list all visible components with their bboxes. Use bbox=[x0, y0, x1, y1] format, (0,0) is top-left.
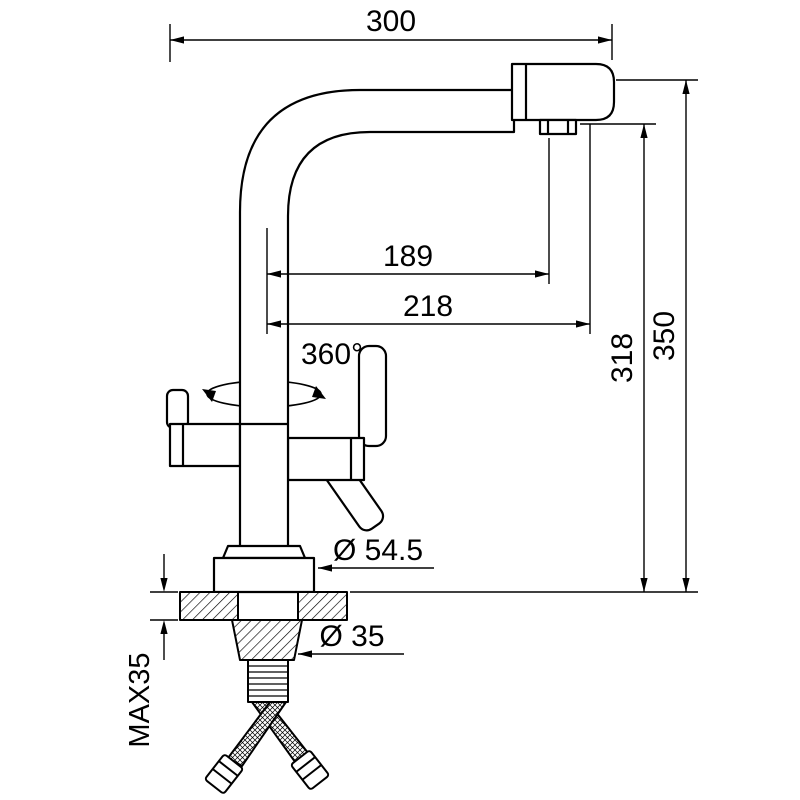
dimension-spout-height bbox=[580, 123, 656, 592]
arrow-icon bbox=[160, 620, 168, 634]
label-spout-height: 318 bbox=[606, 333, 639, 383]
dimension-base-diameter bbox=[318, 564, 434, 572]
arrow-icon bbox=[160, 578, 168, 592]
handle-left-lever bbox=[165, 388, 190, 430]
arrow-icon bbox=[267, 320, 281, 328]
dimension-reach-inner bbox=[266, 138, 550, 334]
shank-outline bbox=[247, 659, 289, 703]
dimension-labels: 300 350 318 189 218 360° Ø 54.5 Ø 35 MAX… bbox=[124, 5, 681, 748]
countertop-section-left bbox=[179, 591, 239, 621]
handle-right-lever-vertical bbox=[357, 344, 388, 448]
arrow-icon bbox=[640, 578, 648, 592]
label-shank-diameter: Ø 35 bbox=[319, 620, 384, 653]
arrow-icon bbox=[318, 564, 332, 572]
dimension-reach-outer bbox=[267, 124, 591, 334]
faucet-spout-pipe bbox=[238, 88, 516, 558]
arrow-icon bbox=[682, 578, 690, 592]
dimension-shank-diameter bbox=[298, 650, 404, 658]
hose-fitting-left bbox=[204, 754, 244, 794]
dimension-total-height bbox=[350, 79, 698, 593]
threaded-shank bbox=[247, 659, 289, 703]
faucet-body bbox=[165, 62, 616, 594]
mounting-nut bbox=[231, 619, 303, 661]
base-collar bbox=[221, 544, 307, 560]
dimensions bbox=[150, 24, 698, 660]
spout-head bbox=[510, 62, 616, 122]
dimension-total-width bbox=[169, 24, 613, 62]
arrow-icon bbox=[267, 270, 281, 278]
label-total-height: 350 bbox=[648, 311, 681, 361]
label-reach-outer: 218 bbox=[403, 290, 453, 323]
arrow-icon bbox=[640, 124, 648, 138]
handle-right bbox=[286, 344, 388, 532]
thread-lines bbox=[248, 665, 288, 697]
label-base-diameter: Ø 54.5 bbox=[333, 534, 423, 567]
rotation-arrow-right-icon bbox=[312, 386, 326, 399]
label-reach-inner: 189 bbox=[383, 240, 433, 273]
arrow-icon bbox=[170, 36, 184, 44]
base-flange bbox=[212, 556, 316, 594]
rotation-arrow-left-icon bbox=[202, 389, 216, 402]
supply-hoses bbox=[204, 701, 330, 794]
arrow-icon bbox=[535, 270, 549, 278]
label-total-width: 300 bbox=[366, 5, 416, 38]
dimension-max-thickness bbox=[150, 554, 178, 660]
arrow-icon bbox=[576, 320, 590, 328]
countertop-section-right bbox=[297, 591, 348, 621]
arrow-icon bbox=[682, 80, 690, 94]
aerator-nozzle bbox=[538, 118, 578, 136]
hose-fitting-right bbox=[290, 750, 330, 790]
handle-left-arm bbox=[168, 422, 242, 468]
arrow-icon bbox=[598, 36, 612, 44]
label-swivel-angle: 360° bbox=[301, 338, 363, 371]
label-max-thickness: MAX35 bbox=[124, 652, 156, 747]
handle-right-arm bbox=[286, 436, 366, 482]
handle-left bbox=[165, 388, 242, 468]
countertop-and-mounting bbox=[179, 591, 348, 794]
arrow-icon bbox=[298, 650, 312, 658]
supply-hose-left bbox=[227, 701, 287, 767]
